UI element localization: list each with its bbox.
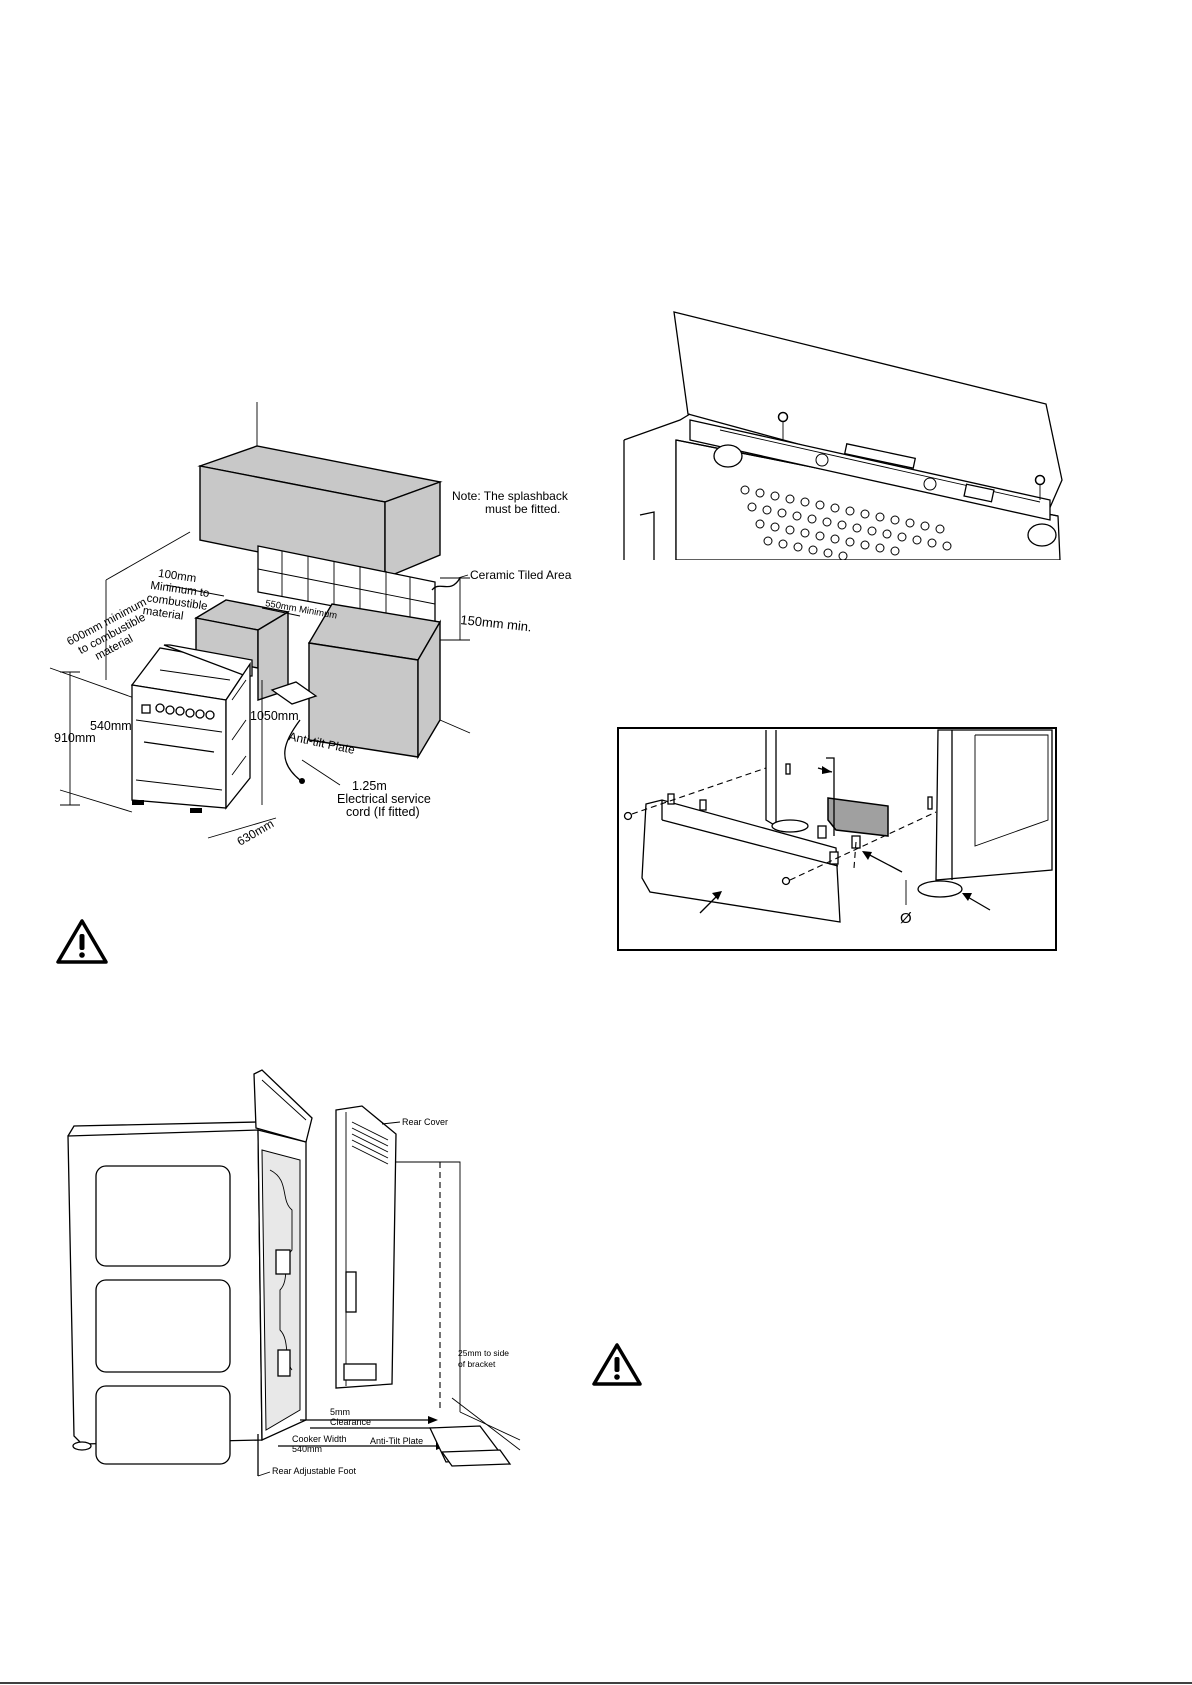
vent-hole-grid <box>740 485 952 561</box>
side-bracket-line1: 25mm to side <box>458 1348 509 1358</box>
clearance-100-line1: 100mm <box>157 568 197 585</box>
rear-cover-vents <box>351 1121 389 1165</box>
tiled-splashback <box>257 545 436 626</box>
cooker-illustration <box>130 644 253 813</box>
height-1050-label: 1050mm <box>250 709 299 723</box>
cooker-width-line2: 540mm <box>292 1444 322 1454</box>
service-cord-line1: 1.25m <box>352 779 387 793</box>
depth-630-label: 630mm <box>235 816 277 848</box>
warning-triangle-icon <box>592 1343 642 1386</box>
clearance-figure: Note: The splashback must be fitted. Cer… <box>49 402 572 849</box>
rear-adjustable-foot-label: Rear Adjustable Foot <box>272 1466 357 1476</box>
anti-tilt-plate-rear-label: Anti-Tilt Plate <box>370 1436 423 1446</box>
splashback-note-line2: must be fitted. <box>485 502 560 516</box>
cooker-width-line1: Cooker Width <box>292 1434 347 1444</box>
plinth-figure: Ø <box>617 727 1057 951</box>
warning-triangle-icon <box>56 919 108 964</box>
splashback-note-line1: Note: The splashback <box>452 489 569 503</box>
rear-cover-figure: Rear Cover 25mm to side of bracket 5mm C… <box>67 1069 521 1477</box>
service-cord-line2: Electrical service <box>337 792 431 806</box>
service-cord-line3: cord (If fitted) <box>346 805 420 819</box>
rear-cover-label: Rear Cover <box>402 1117 448 1127</box>
ceramic-tiled-area-label: Ceramic Tiled Area <box>470 568 572 582</box>
diameter-symbol-label: Ø <box>900 910 912 927</box>
side-bracket-line2: of bracket <box>458 1359 496 1369</box>
height-910-label: 910mm <box>54 731 96 745</box>
rear-top-bracket-figure <box>600 311 1080 572</box>
clearance-150-label: 150mm min. <box>460 612 533 634</box>
width-540-label: 540mm <box>90 719 132 733</box>
clearance-5mm-line1: 5mm <box>330 1407 350 1417</box>
clearance-5mm-line2: Clearance <box>330 1417 371 1427</box>
clearance-100-line4: material <box>142 605 184 623</box>
